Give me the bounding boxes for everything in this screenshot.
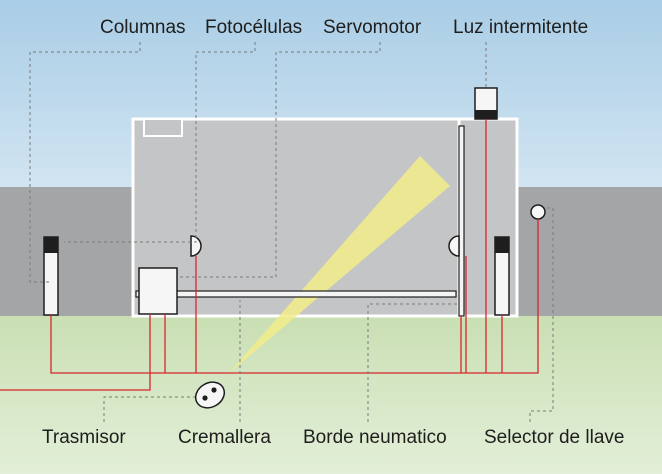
leader-columnas — [29, 42, 141, 283]
label-cremallera: Cremallera — [178, 427, 271, 448]
transmitter-remote — [194, 381, 226, 409]
label-servomotor: Servomotor — [323, 17, 422, 38]
grass — [0, 316, 662, 474]
photocell-right — [448, 235, 460, 257]
photocell-left — [190, 235, 202, 257]
post-right-cap — [495, 237, 509, 253]
post-left-cap — [44, 237, 58, 253]
wire-post-left — [50, 315, 458, 374]
label-selector-de-llave: Selector de llave — [484, 427, 625, 448]
label-fotocelulas: Fotocélulas — [205, 17, 303, 38]
label-luz-intermitente: Luz intermitente — [453, 17, 589, 38]
label-columnas: Columnas — [100, 17, 186, 38]
remote-button-b — [211, 387, 217, 393]
wiring — [0, 119, 539, 391]
photocell-beam — [228, 156, 450, 374]
wire-key-selector — [458, 219, 539, 374]
servomotor — [138, 267, 178, 315]
label-borde-neumatico: Borde neumatico — [303, 427, 447, 448]
key-selector — [530, 204, 546, 220]
leader-servomotor — [180, 42, 381, 278]
leader-lines — [29, 42, 554, 422]
remote-button-a — [202, 395, 208, 401]
gate-top-box — [143, 118, 183, 137]
leader-selector — [529, 207, 554, 422]
leader-trasmisor — [103, 396, 195, 422]
wire-transmitter — [0, 314, 151, 391]
leader-fotocelulas — [64, 42, 256, 243]
label-trasmisor: Trasmisor — [42, 427, 126, 448]
rack — [135, 290, 457, 298]
pneumatic-edge-bar — [458, 125, 465, 317]
flashing-light-base — [475, 110, 497, 119]
